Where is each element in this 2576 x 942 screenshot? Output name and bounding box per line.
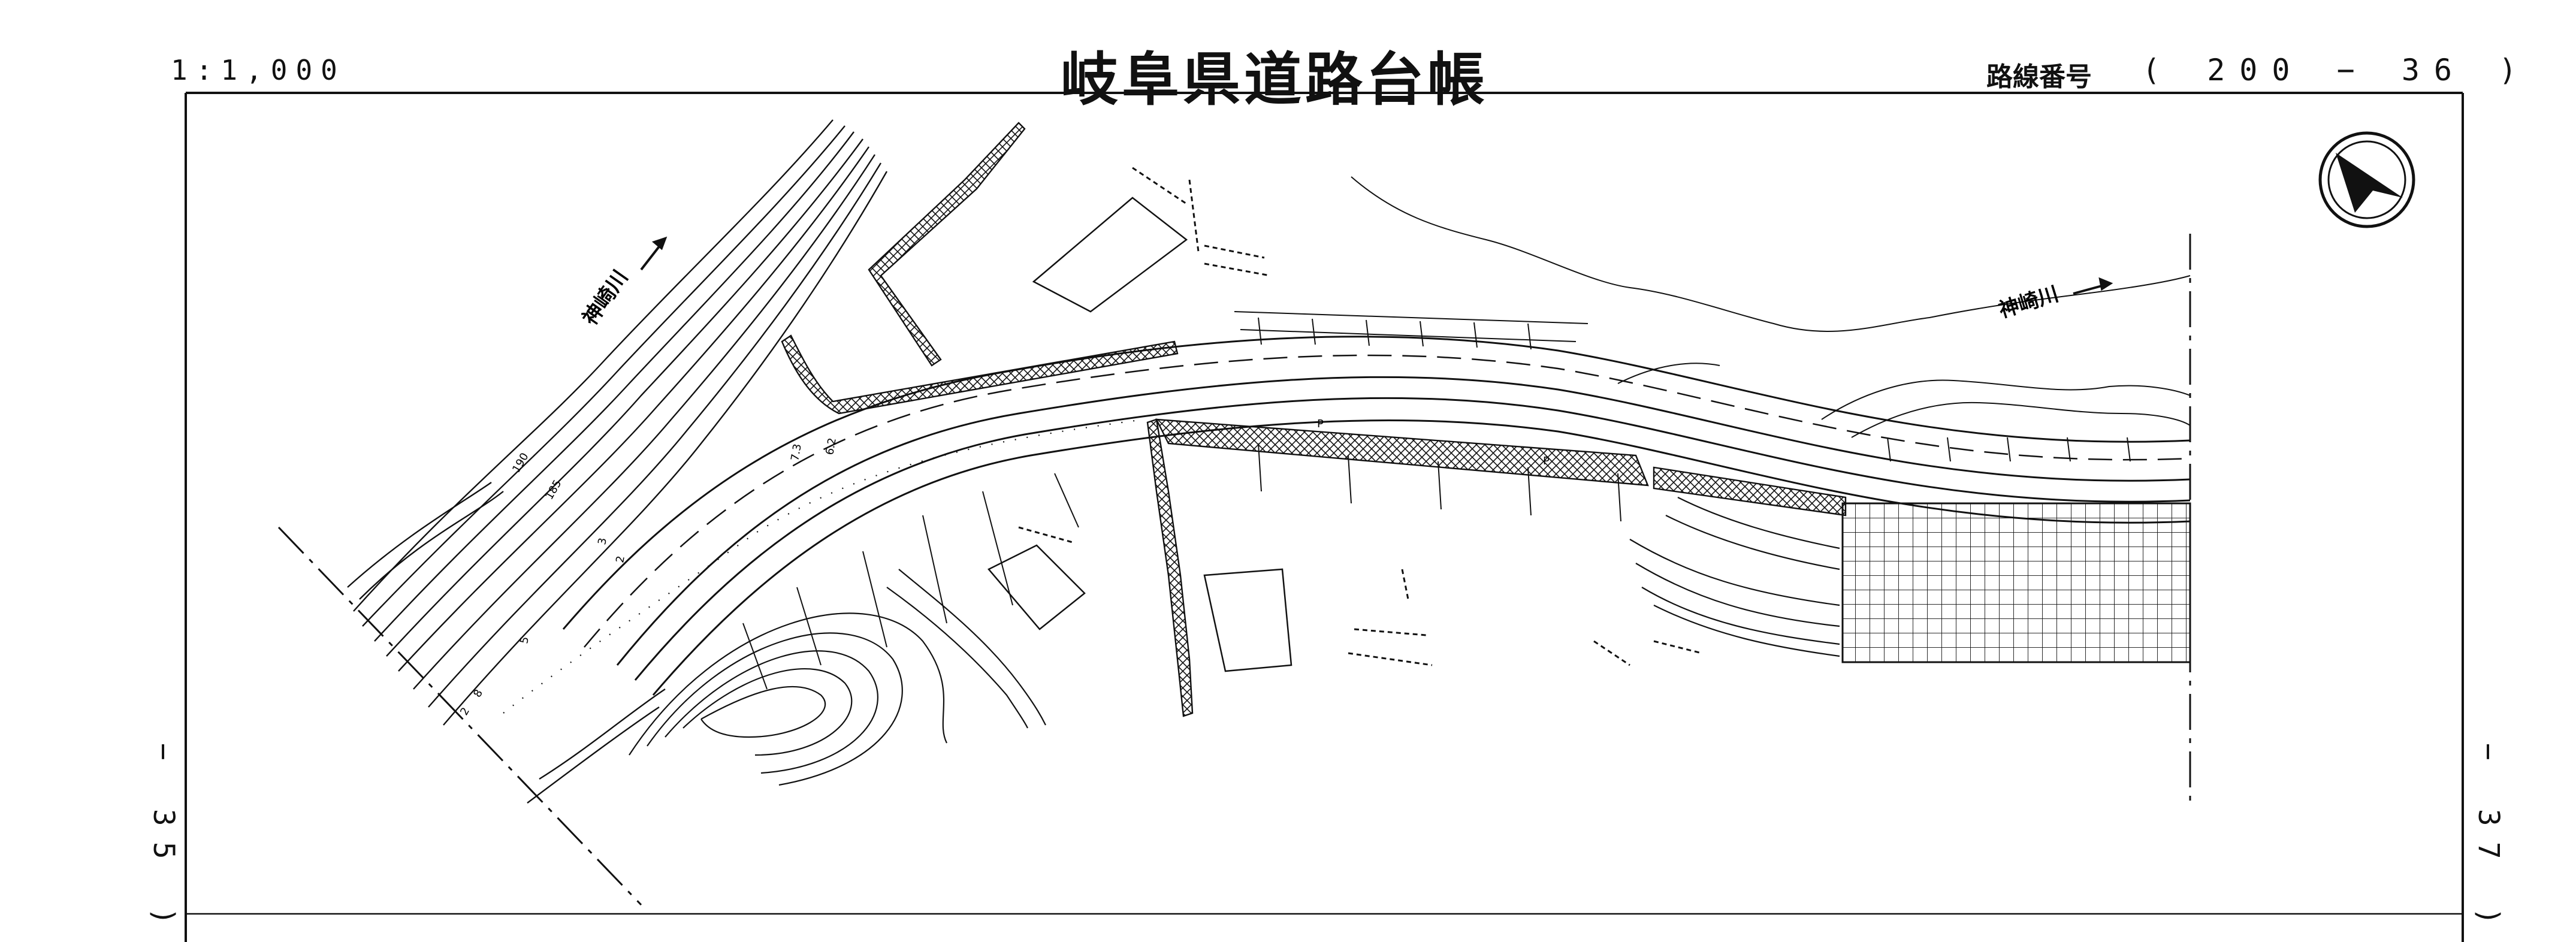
tiled-area <box>1841 502 2191 663</box>
contour-label-8: 8 <box>471 687 485 699</box>
scale-label: 1:1,000 <box>171 54 346 86</box>
road-width-label-a: 7.3 <box>789 443 804 462</box>
buildings <box>987 197 1292 672</box>
contour-lines-left <box>347 119 888 804</box>
contour-lines-right <box>1629 497 1840 657</box>
river-flow-arrow-left <box>640 236 668 271</box>
route-number: ( 200 − 36 ) <box>2142 53 2532 87</box>
road-width-label-e: 5 <box>518 636 531 645</box>
river-flow-arrow-right <box>2073 277 2113 295</box>
north-arrow-icon <box>2318 131 2415 228</box>
parking-mark-2: P <box>1543 455 1550 467</box>
contour-label-190: 190 <box>510 451 531 475</box>
road-width-label-c: 3 <box>596 537 609 546</box>
main-road <box>562 336 2191 696</box>
route-label: 路線番号 <box>1986 62 2092 92</box>
contour-label-185: 185 <box>543 478 564 502</box>
ditch-line <box>503 418 1145 714</box>
page-title: 岐阜県道路台帳 <box>1061 46 1488 113</box>
hillside-lines <box>1351 176 2191 438</box>
road-width-label-b: 6.2 <box>823 437 839 456</box>
river-name-left: 神崎川 <box>578 266 633 330</box>
hatched-structures <box>781 122 1847 717</box>
adjacent-sheet-right: − 37 ) <box>2472 743 2505 941</box>
wall-symbols <box>1018 167 1702 666</box>
map-frame <box>185 92 2464 942</box>
adjacent-sheet-left: − 35 ) <box>147 743 180 941</box>
parking-mark: P <box>1317 418 1324 430</box>
slope-hachures <box>742 311 2131 690</box>
sheet-boundary <box>277 234 2191 906</box>
road-width-label-d: 2 <box>614 555 627 564</box>
contour-lines-center <box>629 569 1046 786</box>
river-name-right: 神崎川 <box>1996 282 2061 323</box>
